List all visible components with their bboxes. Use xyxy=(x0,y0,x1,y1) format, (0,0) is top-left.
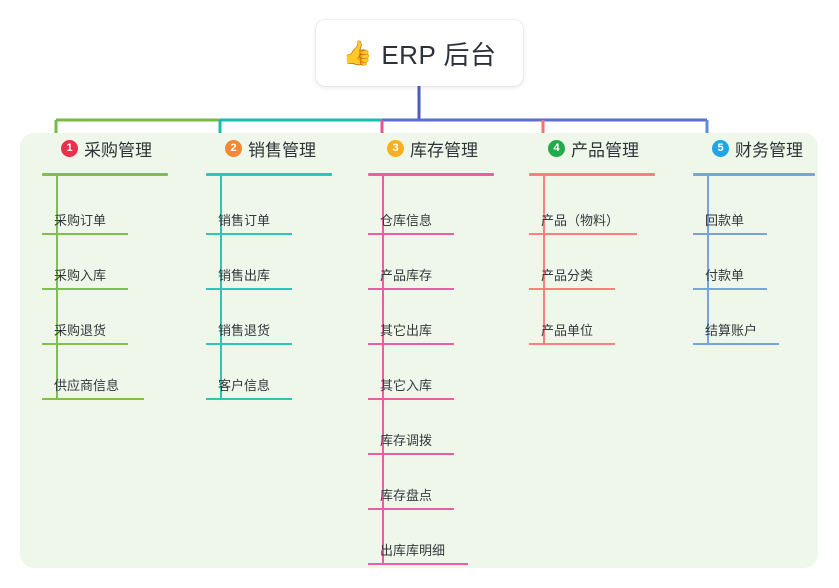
column-rule-2 xyxy=(206,173,332,176)
menu-item-label: 库存盘点 xyxy=(380,488,433,503)
menu-item-label: 库存调拨 xyxy=(380,433,433,448)
menu-item-rule xyxy=(206,343,292,345)
column-header-3[interactable]: 3 库存管理 xyxy=(368,133,478,163)
menu-item-rule xyxy=(368,398,454,400)
menu-item-rule xyxy=(42,233,128,235)
menu-item-label: 采购订单 xyxy=(54,213,107,228)
menu-item-rule xyxy=(368,233,454,235)
menu-item[interactable]: 结算账户 xyxy=(693,305,779,345)
menu-item[interactable]: 其它出库 xyxy=(368,305,454,345)
column-badge-2: 2 xyxy=(225,139,242,157)
column-title-4: 产品管理 xyxy=(571,140,639,160)
column-3: 3 库存管理仓库信息产品库存其它出库其它入库库存调拨库存盘点出库库明细 xyxy=(368,133,494,565)
column-header-2[interactable]: 2 销售管理 xyxy=(206,133,316,163)
menu-item-label: 其它出库 xyxy=(380,323,433,338)
menu-item-rule xyxy=(368,563,468,565)
menu-item-label: 产品分类 xyxy=(541,268,594,283)
menu-item-rule xyxy=(368,288,454,290)
menu-item-label: 产品单位 xyxy=(541,323,594,338)
column-container: 1 采购管理采购订单采购入库采购退货供应商信息 2 销售管理销售订单销售出库销售退货客… xyxy=(20,133,818,568)
menu-item-label: 销售退货 xyxy=(218,323,271,338)
menu-item-label: 采购入库 xyxy=(54,268,107,283)
menu-item[interactable]: 采购订单 xyxy=(42,195,128,235)
column-2: 2 销售管理销售订单销售出库销售退货客户信息 xyxy=(206,133,332,400)
menu-item[interactable]: 库存调拨 xyxy=(368,415,454,455)
column-title-5: 财务管理 xyxy=(735,140,803,160)
column-spine-3 xyxy=(382,173,384,565)
menu-item[interactable]: 采购入库 xyxy=(42,250,128,290)
menu-item[interactable]: 仓库信息 xyxy=(368,195,454,235)
menu-item-label: 销售订单 xyxy=(218,213,271,228)
column-rule-5 xyxy=(693,173,815,176)
menu-item[interactable]: 客户信息 xyxy=(206,360,292,400)
column-header-1[interactable]: 1 采购管理 xyxy=(42,133,152,163)
menu-item-rule xyxy=(693,233,767,235)
menu-item-rule xyxy=(368,343,454,345)
menu-item-label: 回款单 xyxy=(705,213,745,228)
menu-item[interactable]: 产品（物料） xyxy=(529,195,637,235)
menu-item[interactable]: 库存盘点 xyxy=(368,470,454,510)
menu-item-label: 销售出库 xyxy=(218,268,271,283)
menu-item-rule xyxy=(529,343,615,345)
menu-item-rule xyxy=(693,288,767,290)
column-badge-4: 4 xyxy=(548,139,565,157)
menu-item[interactable]: 其它入库 xyxy=(368,360,454,400)
column-badge-3: 3 xyxy=(387,139,404,157)
menu-item[interactable]: 出库库明细 xyxy=(368,525,468,565)
menu-item[interactable]: 产品单位 xyxy=(529,305,615,345)
menu-item-label: 产品库存 xyxy=(380,268,433,283)
menu-item-rule xyxy=(42,343,128,345)
menu-item[interactable]: 供应商信息 xyxy=(42,360,144,400)
column-rule-3 xyxy=(368,173,494,176)
menu-item[interactable]: 销售订单 xyxy=(206,195,292,235)
menu-item-rule xyxy=(693,343,779,345)
menu-item[interactable]: 产品库存 xyxy=(368,250,454,290)
menu-item-label: 结算账户 xyxy=(705,323,758,338)
menu-item-rule xyxy=(368,453,454,455)
menu-item-label: 客户信息 xyxy=(218,378,271,393)
menu-item-rule xyxy=(42,288,128,290)
column-title-2: 销售管理 xyxy=(248,140,316,160)
menu-item-rule xyxy=(42,398,144,400)
column-title-3: 库存管理 xyxy=(410,140,478,160)
column-5: 5 财务管理回款单付款单结算账户 xyxy=(693,133,815,345)
column-spine-2 xyxy=(220,173,222,400)
menu-item[interactable]: 回款单 xyxy=(693,195,767,235)
thumbs-up-icon: 👍 xyxy=(342,40,373,67)
column-rule-1 xyxy=(42,173,168,176)
column-1: 1 采购管理采购订单采购入库采购退货供应商信息 xyxy=(42,133,168,400)
menu-item[interactable]: 销售出库 xyxy=(206,250,292,290)
menu-item-label: 产品（物料） xyxy=(541,213,620,228)
menu-item-label: 其它入库 xyxy=(380,378,433,393)
column-spine-4 xyxy=(543,173,545,345)
menu-item-label: 仓库信息 xyxy=(380,213,433,228)
menu-item[interactable]: 产品分类 xyxy=(529,250,615,290)
column-spine-5 xyxy=(707,173,709,345)
menu-item-rule xyxy=(529,233,637,235)
column-rule-4 xyxy=(529,173,655,176)
menu-item[interactable]: 采购退货 xyxy=(42,305,128,345)
menu-item-label: 采购退货 xyxy=(54,323,107,338)
menu-item[interactable]: 付款单 xyxy=(693,250,767,290)
root-node[interactable]: 👍 ERP 后台 xyxy=(316,20,523,86)
column-title-1: 采购管理 xyxy=(84,140,152,160)
menu-item[interactable]: 销售退货 xyxy=(206,305,292,345)
column-header-5[interactable]: 5 财务管理 xyxy=(693,133,803,163)
column-badge-1: 1 xyxy=(61,139,78,157)
menu-item-label: 付款单 xyxy=(705,268,745,283)
menu-item-rule xyxy=(206,288,292,290)
menu-item-rule xyxy=(368,508,454,510)
menu-item-rule xyxy=(529,288,615,290)
column-badge-5: 5 xyxy=(712,139,729,157)
menu-item-label: 供应商信息 xyxy=(54,378,120,393)
root-title: ERP 后台 xyxy=(381,39,497,70)
column-header-4[interactable]: 4 产品管理 xyxy=(529,133,639,163)
column-4: 4 产品管理产品（物料） 产品分类产品单位 xyxy=(529,133,655,345)
menu-item-rule xyxy=(206,398,292,400)
column-spine-1 xyxy=(56,173,58,400)
menu-item-label: 出库库明细 xyxy=(380,543,446,558)
menu-item-rule xyxy=(206,233,292,235)
diagram-panel xyxy=(20,133,818,568)
